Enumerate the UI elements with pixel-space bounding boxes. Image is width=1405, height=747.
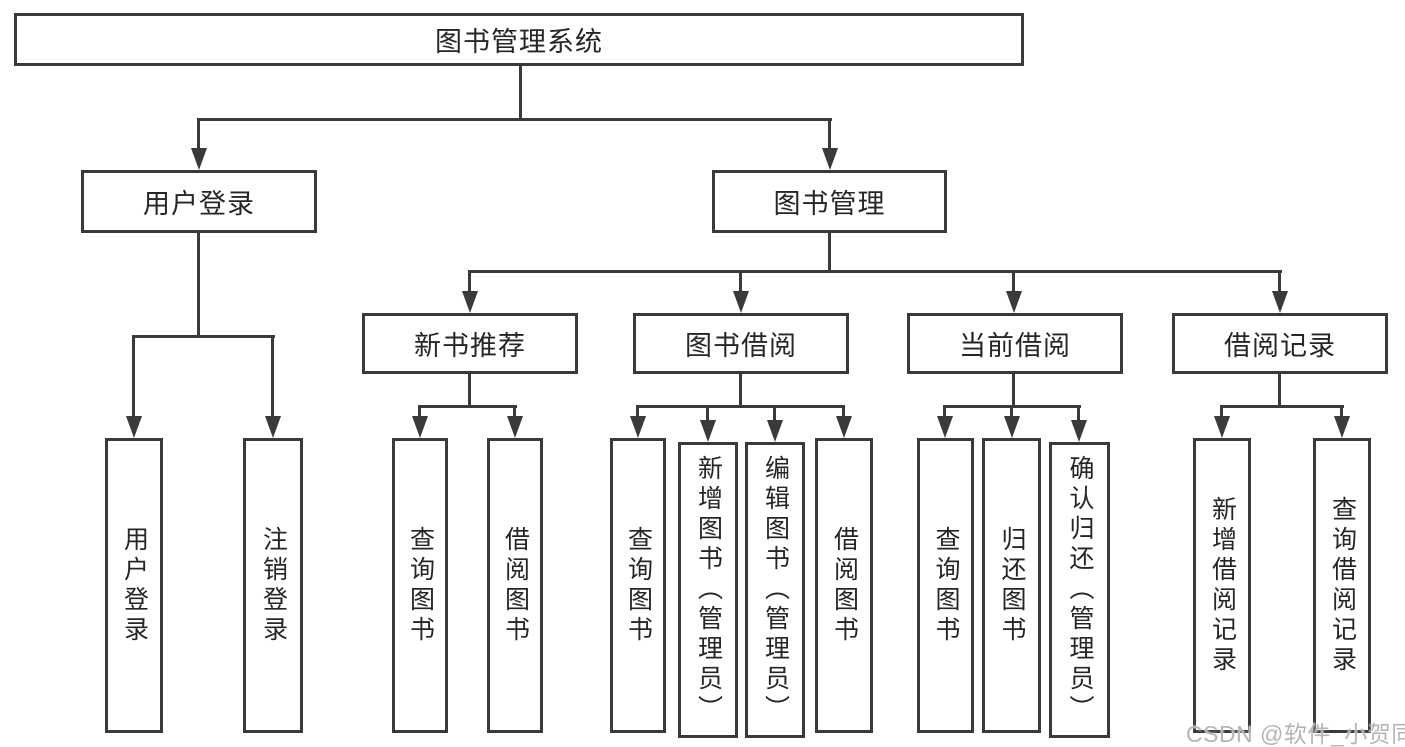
arrowhead-icon [412, 416, 428, 438]
connector-line [197, 233, 200, 337]
arrowhead-icon [191, 148, 207, 170]
leaf-borrow-book-2: 借阅图书 [815, 438, 873, 733]
connector-line [1340, 405, 1343, 419]
leaf-query-book-1: 查询图书 [392, 438, 448, 733]
arrowhead-icon [1334, 416, 1350, 438]
leaf-query-book-1-label: 查询图书 [406, 525, 435, 646]
arrowhead-icon [1071, 420, 1087, 442]
leaf-query-book-2-label: 查询图书 [624, 525, 653, 646]
leaf-user-login-label: 用户登录 [120, 525, 149, 646]
leaf-query-borrow-record: 查询借阅记录 [1313, 438, 1371, 733]
node-user-login-label: 用户登录 [143, 189, 255, 219]
arrowhead-icon [1272, 291, 1288, 313]
connector-line [706, 405, 709, 423]
arrowhead-icon [1004, 416, 1020, 438]
arrowhead-icon [822, 148, 838, 170]
connector-line [197, 118, 832, 121]
leaf-confirm-return-admin: 确认归还（管理员） [1049, 442, 1110, 738]
connector-line [773, 405, 776, 423]
leaf-add-borrow-record-label: 新增借阅记录 [1208, 495, 1237, 676]
node-root: 图书管理系统 [14, 13, 1024, 66]
connector-line [1278, 270, 1281, 295]
connector-line [132, 335, 135, 419]
connector-line [739, 270, 742, 295]
arrowhead-icon [937, 416, 953, 438]
node-new-book-recommend-label: 新书推荐 [414, 331, 526, 361]
leaf-query-book-2: 查询图书 [610, 438, 666, 733]
leaf-add-book-admin-label: 新增图书（管理员） [694, 455, 723, 725]
leaf-edit-book-admin: 编辑图书（管理员） [745, 442, 805, 738]
arrowhead-icon [630, 416, 646, 438]
node-current-borrow-label: 当前借阅 [959, 331, 1071, 361]
connector-line [636, 405, 844, 408]
connector-line [1012, 270, 1015, 295]
leaf-return-book: 归还图书 [982, 438, 1041, 733]
connector-line [418, 405, 421, 419]
connector-line [828, 233, 831, 273]
connector-line [943, 405, 946, 419]
leaf-add-borrow-record: 新增借阅记录 [1193, 438, 1251, 733]
connector-line [271, 335, 274, 419]
arrowhead-icon [700, 420, 716, 442]
connector-line [519, 66, 522, 121]
node-root-label: 图书管理系统 [435, 27, 603, 57]
connector-line [468, 270, 471, 295]
arrowhead-icon [836, 416, 852, 438]
node-book-borrow: 图书借阅 [633, 313, 849, 374]
arrowhead-icon [1214, 416, 1230, 438]
leaf-query-book-3: 查询图书 [917, 438, 974, 733]
arrowhead-icon [1006, 291, 1022, 313]
node-borrow-record: 借阅记录 [1172, 313, 1388, 374]
node-borrow-record-label: 借阅记录 [1224, 331, 1336, 361]
arrowhead-icon [733, 291, 749, 313]
connector-line [513, 405, 516, 419]
connector-line [197, 118, 200, 151]
connector-line [418, 405, 517, 408]
node-user-login: 用户登录 [81, 170, 317, 233]
node-book-management: 图书管理 [712, 170, 947, 233]
connector-line [1010, 405, 1013, 419]
connector-line [1278, 374, 1281, 407]
leaf-user-login: 用户登录 [105, 438, 163, 733]
node-current-borrow: 当前借阅 [907, 313, 1123, 374]
connector-line [1220, 405, 1223, 419]
leaf-logout-label: 注销登录 [259, 525, 288, 646]
leaf-borrow-book-1: 借阅图书 [487, 438, 543, 733]
connector-line [739, 374, 742, 407]
connector-line [1012, 374, 1015, 407]
leaf-confirm-return-admin-label: 确认归还（管理员） [1066, 455, 1094, 725]
connector-line [842, 405, 845, 419]
arrowhead-icon [126, 416, 142, 438]
node-new-book-recommend: 新书推荐 [362, 313, 578, 374]
leaf-query-book-3-label: 查询图书 [932, 525, 960, 646]
arrowhead-icon [767, 420, 783, 442]
leaf-borrow-book-2-label: 借阅图书 [830, 525, 859, 646]
arrowhead-icon [265, 416, 281, 438]
node-book-management-label: 图书管理 [773, 189, 886, 219]
arrowhead-icon [462, 291, 478, 313]
connector-line [468, 270, 1282, 273]
leaf-query-borrow-record-label: 查询借阅记录 [1328, 495, 1357, 676]
csdn-watermark: CSDN @软件_小贺同学 [1186, 721, 1405, 747]
connector-line [468, 374, 471, 407]
connector-line [636, 405, 639, 419]
leaf-edit-book-admin-label: 编辑图书（管理员） [761, 455, 790, 725]
connector-line [828, 118, 831, 151]
leaf-add-book-admin: 新增图书（管理员） [678, 442, 738, 738]
leaf-return-book-label: 归还图书 [998, 525, 1026, 646]
connector-line [1077, 405, 1080, 423]
connector-line [132, 335, 275, 338]
arrowhead-icon [507, 416, 523, 438]
leaf-logout: 注销登录 [243, 438, 303, 733]
node-book-borrow-label: 图书借阅 [685, 331, 797, 361]
connector-line [1220, 405, 1344, 408]
leaf-borrow-book-1-label: 借阅图书 [501, 525, 530, 646]
